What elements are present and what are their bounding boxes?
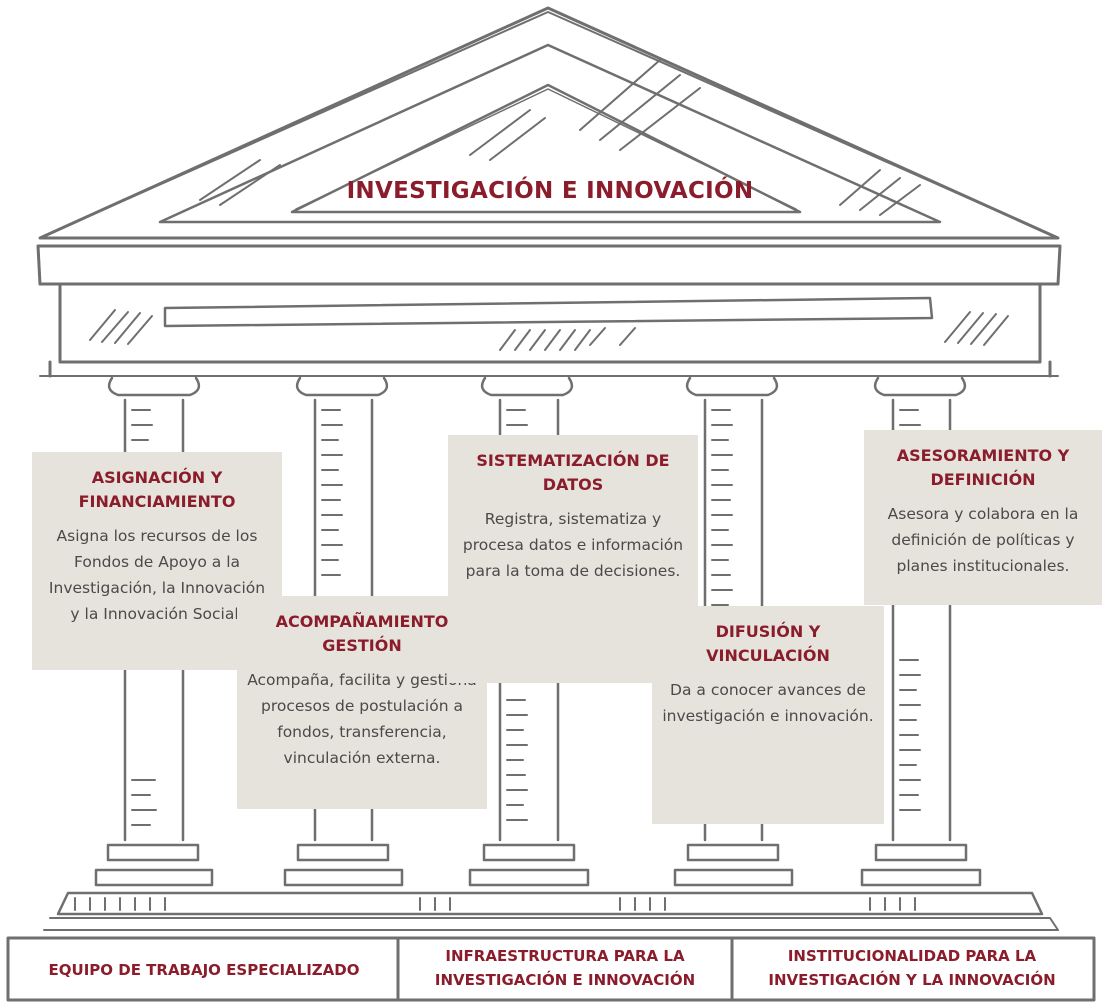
pillar-description: Da a conocer avances de investigación e … <box>662 681 874 725</box>
pillar-heading: ACOMPAÑAMIENTO GESTIÓN <box>275 612 449 655</box>
temple-steps <box>6 891 1096 1002</box>
pillar-description: Asesora y colabora en la definición de p… <box>887 505 1079 575</box>
temple-roof <box>38 6 1060 240</box>
pillar-difusion: DIFUSIÓN Y VINCULACIÓN Da a conocer avan… <box>652 606 884 824</box>
temple-entablature <box>36 244 1062 378</box>
foundation-institucionalidad: INSTITUCIONALIDAD PARA LA INVESTIGACIÓN … <box>768 947 1056 989</box>
pillar-acompanamiento: ACOMPAÑAMIENTO GESTIÓN Acompaña, facilit… <box>237 596 487 809</box>
pillar-description: Registra, sistematiza y procesa datos e … <box>462 510 684 580</box>
temple-title: INVESTIGACIÓN E INNOVACIÓN <box>346 178 754 204</box>
pillar-heading: SISTEMATIZACIÓN DE DATOS <box>476 451 670 494</box>
column-flutes <box>131 409 921 826</box>
pillar-heading: ASIGNACIÓN Y FINANCIAMIENTO <box>78 468 236 511</box>
pillar-description: Acompaña, facilita y gestiona procesos d… <box>247 671 477 767</box>
pillar-heading: ASESORAMIENTO Y DEFINICIÓN <box>896 446 1070 489</box>
pillar-sistematizacion: SISTEMATIZACIÓN DE DATOS Registra, siste… <box>448 435 698 683</box>
pillar-description: Asigna los recursos de los Fondos de Apo… <box>48 527 266 623</box>
foundation-equipo: EQUIPO DE TRABAJO ESPECIALIZADO <box>48 961 360 979</box>
foundation-infraestructura: INFRAESTRUCTURA PARA LA INVESTIGACIÓN E … <box>434 947 696 989</box>
pillar-asesoramiento: ASESORAMIENTO Y DEFINICIÓN Asesora y col… <box>864 430 1102 605</box>
pillar-heading: DIFUSIÓN Y VINCULACIÓN <box>706 622 830 665</box>
